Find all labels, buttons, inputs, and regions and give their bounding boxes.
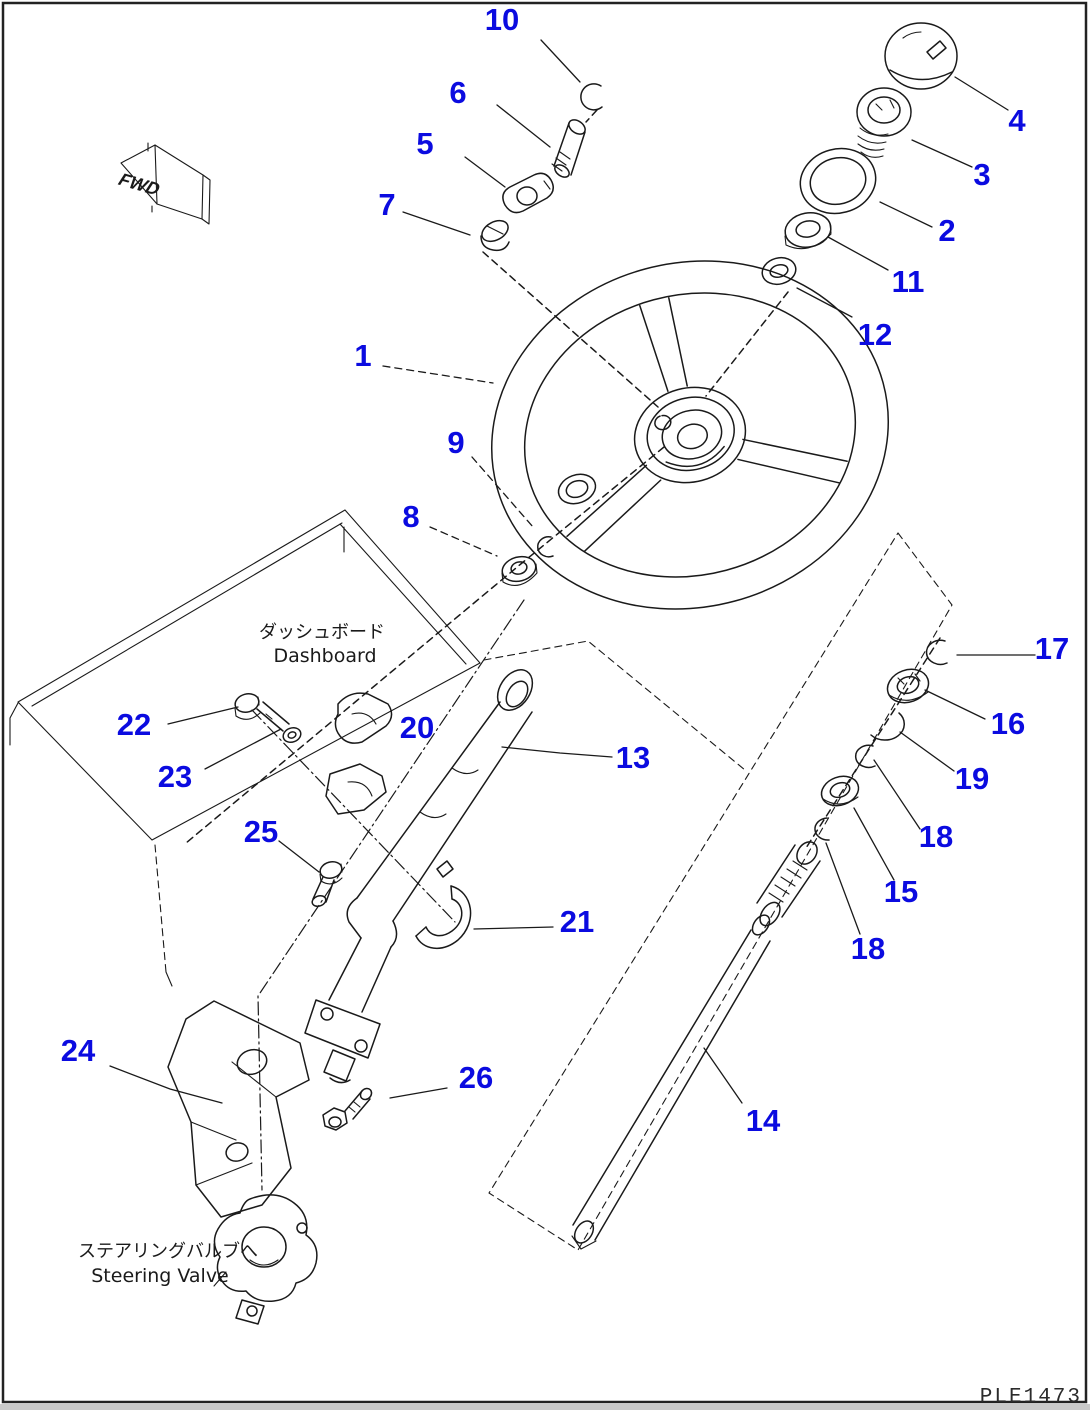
part-11-nut bbox=[784, 212, 832, 250]
part-label-18b: 18 bbox=[851, 931, 885, 966]
part-label-2: 2 bbox=[938, 213, 955, 248]
part-22-bolt bbox=[234, 693, 290, 732]
dashboard-outline bbox=[9, 509, 746, 987]
lower-hub-parts bbox=[501, 473, 597, 586]
part-7-terminal bbox=[480, 219, 510, 252]
part-label-17: 17 bbox=[1035, 631, 1069, 666]
part-label-3: 3 bbox=[973, 157, 990, 192]
scan-edge bbox=[0, 1404, 1090, 1410]
part-18-snap-ring bbox=[854, 744, 876, 769]
part-label-8: 8 bbox=[402, 499, 419, 534]
part-4-cap bbox=[884, 22, 958, 90]
wheel-rim-inner bbox=[523, 292, 857, 578]
part-label-12: 12 bbox=[858, 317, 892, 352]
part-3-contact bbox=[856, 87, 912, 158]
part-25-bolt bbox=[311, 861, 343, 908]
column-bracket bbox=[167, 1000, 373, 1218]
wheel-spokes bbox=[566, 297, 848, 553]
part-label-6: 6 bbox=[449, 75, 466, 110]
part-label-11: 11 bbox=[892, 264, 925, 299]
part-5-plate bbox=[502, 172, 554, 214]
part-10-cap bbox=[580, 83, 603, 111]
part-18-snap-ring-2 bbox=[814, 817, 830, 841]
snap-clip bbox=[536, 536, 554, 558]
part-12-washer bbox=[761, 256, 797, 286]
part-label-14: 14 bbox=[746, 1103, 781, 1138]
part-label-22: 22 bbox=[117, 707, 151, 742]
part-2-ring bbox=[799, 147, 877, 215]
steering-valve-label-jp: ステアリングバルブへ bbox=[78, 1240, 258, 1262]
part-26-bolt bbox=[322, 1087, 373, 1131]
shaft-bearing-parts bbox=[814, 639, 948, 841]
steering-valve-label-en: Steering Valve bbox=[91, 1265, 229, 1287]
part-9-washer bbox=[557, 473, 597, 505]
part-label-16: 16 bbox=[991, 706, 1025, 741]
dashboard-label-jp: ダッシュボード bbox=[259, 622, 385, 643]
steering-wheel bbox=[491, 260, 889, 610]
steering-column bbox=[234, 669, 534, 1084]
part-label-15: 15 bbox=[884, 874, 918, 909]
part-20-clamp bbox=[325, 692, 393, 815]
part-label-25: 25 bbox=[244, 814, 278, 849]
part-number-labels: 1234567891011121314151617181819202122232… bbox=[61, 2, 1069, 1138]
leader-lines bbox=[109, 39, 1036, 1104]
part-13-column-tube bbox=[304, 669, 534, 1084]
part-label-7: 7 bbox=[378, 187, 395, 222]
cover-panel-outline bbox=[488, 532, 953, 1251]
part-label-24: 24 bbox=[61, 1033, 96, 1068]
part-label-13: 13 bbox=[616, 740, 650, 775]
part-19-snap-ring bbox=[870, 712, 905, 741]
drawing-number: PLE1473 bbox=[980, 1386, 1082, 1409]
part-label-10: 10 bbox=[485, 2, 519, 37]
part-8-nut bbox=[501, 555, 538, 586]
part-23-washer bbox=[282, 726, 302, 744]
steering-shaft bbox=[571, 841, 821, 1250]
wheel-rim-outer bbox=[491, 260, 889, 610]
part-label-5: 5 bbox=[416, 126, 433, 161]
part-label-4: 4 bbox=[1008, 103, 1026, 138]
horn-contact-parts bbox=[480, 83, 603, 252]
part-15-bearing bbox=[820, 775, 860, 807]
wheel-hub bbox=[633, 386, 747, 484]
part-label-9: 9 bbox=[447, 425, 464, 460]
dashboard-label-en: Dashboard bbox=[273, 645, 376, 667]
fwd-arrow-icon bbox=[120, 142, 211, 225]
axis-lines bbox=[185, 109, 941, 1191]
hub-cap-parts bbox=[761, 22, 958, 286]
part-label-20: 20 bbox=[400, 710, 434, 745]
part-24-bracket bbox=[167, 1000, 310, 1218]
steering-valve-body bbox=[213, 1194, 318, 1325]
part-label-19: 19 bbox=[955, 761, 989, 796]
part-label-23: 23 bbox=[158, 759, 192, 794]
part-label-21: 21 bbox=[560, 904, 594, 939]
part-6-pin bbox=[551, 119, 586, 178]
part-21-hook bbox=[415, 860, 472, 949]
part-label-26: 26 bbox=[459, 1060, 493, 1095]
part-label-18: 18 bbox=[919, 819, 953, 854]
part-16-bearing bbox=[886, 668, 930, 704]
part-label-1: 1 bbox=[354, 338, 371, 373]
